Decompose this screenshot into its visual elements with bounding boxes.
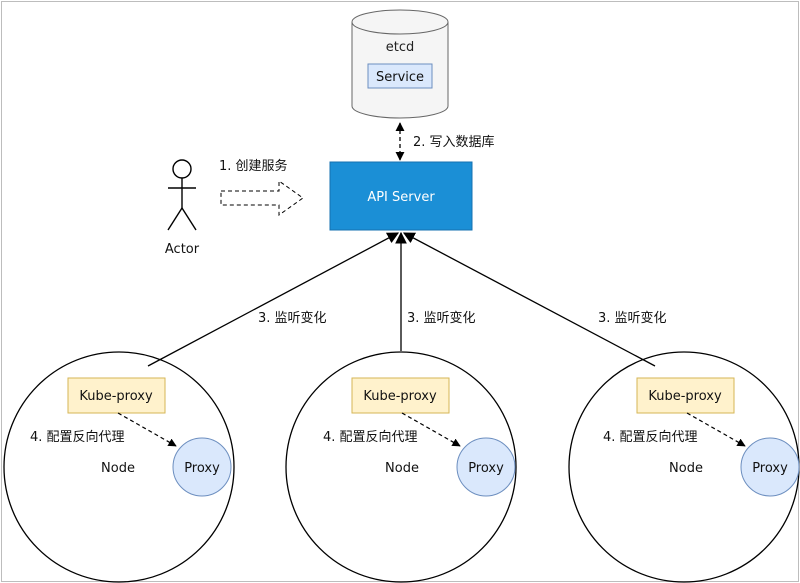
create-service-arrow [220, 180, 304, 216]
kube-proxy-box[interactable] [351, 377, 450, 414]
service-label: Service [376, 70, 424, 85]
config-proxy-arrow [117, 412, 177, 447]
config-proxy-label: 4. 配置反向代理 [30, 429, 125, 445]
kube-proxy-label: Kube-proxy [79, 389, 153, 404]
api-server-box[interactable] [329, 161, 473, 231]
node-right: Kube-proxy 4. 配置反向代理 Node Proxy [568, 351, 800, 583]
proxy-label: Proxy [184, 461, 220, 476]
kube-proxy-label: Kube-proxy [363, 389, 437, 404]
actor-figure [167, 159, 197, 231]
actor-left-leg [167, 207, 183, 231]
node-middle: Kube-proxy 4. 配置反向代理 Node Proxy [285, 351, 517, 583]
service-box[interactable] [367, 63, 433, 89]
proxy-label: Proxy [468, 461, 504, 476]
api-server-label: API Server [367, 190, 435, 205]
node-left: Kube-proxy 4. 配置反向代理 Node Proxy [3, 351, 235, 583]
node-circle[interactable] [3, 351, 235, 583]
proxy-label: Proxy [752, 461, 788, 476]
node-circle[interactable] [285, 351, 517, 583]
watch-line-right [402, 232, 656, 367]
kube-proxy-box[interactable] [67, 377, 166, 414]
actor-head [172, 159, 192, 179]
kube-proxy-label: Kube-proxy [648, 389, 722, 404]
step-create-service-label: 1. 创建服务 [219, 158, 288, 174]
node-label: Node [669, 461, 703, 476]
watch-line-left [147, 232, 400, 367]
step-watch-middle-label: 3. 监听变化 [407, 310, 476, 326]
etcd-cylinder-top [351, 9, 449, 35]
node-label: Node [385, 461, 419, 476]
config-proxy-label: 4. 配置反向代理 [323, 429, 418, 445]
step-watch-left-label: 3. 监听变化 [258, 310, 327, 326]
kube-proxy-box[interactable] [636, 377, 735, 414]
step-watch-right-label: 3. 监听变化 [598, 310, 667, 326]
proxy-circle[interactable] [456, 437, 516, 497]
proxy-circle[interactable] [172, 437, 232, 497]
etcd-cylinder: etcd Service [351, 9, 449, 119]
step-write-db-label: 2. 写入数据库 [413, 134, 495, 150]
actor-right-leg [181, 207, 197, 231]
config-proxy-label: 4. 配置反向代理 [603, 429, 698, 445]
proxy-circle[interactable] [740, 437, 800, 497]
etcd-label: etcd [386, 40, 415, 55]
node-label: Node [101, 461, 135, 476]
actor-label: Actor [165, 242, 200, 257]
